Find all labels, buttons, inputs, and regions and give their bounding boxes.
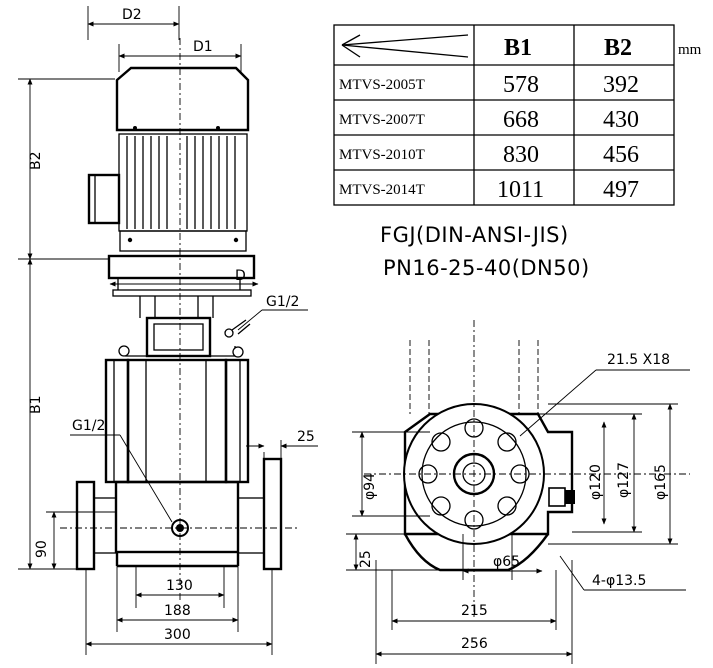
dimension-table: B1 B2 mm MTVS-2005T 578 392 MTVS-2007T 6… xyxy=(333,24,702,206)
table-row-b2: 430 xyxy=(603,107,639,133)
phi65-label: φ65 xyxy=(493,554,520,570)
table-row-b1: 830 xyxy=(503,142,539,168)
table-row-b2: 456 xyxy=(603,142,639,168)
unit-label: mm xyxy=(678,42,702,58)
w215-label: 215 xyxy=(461,603,488,619)
w130-label: 130 xyxy=(166,578,193,594)
flange-standard-line2: PN16-25-40(DN50) xyxy=(383,256,590,280)
table-row-b2: 392 xyxy=(603,72,639,98)
table-row-b1: 578 xyxy=(503,72,539,98)
flange-standard-line1: FGJ(DIN-ANSI-JIS) xyxy=(380,223,569,247)
phi94-label: φ94 xyxy=(362,473,378,500)
slot-label: 21.5 X18 xyxy=(607,352,670,368)
holes-label: 4-φ13.5 xyxy=(592,573,646,589)
d-label: D xyxy=(235,268,246,284)
b1-label: B1 xyxy=(28,395,44,414)
coupling-bracket xyxy=(107,254,256,358)
header-b1: B1 xyxy=(504,35,532,61)
w256-label: 256 xyxy=(461,636,488,652)
table-row-b1: 668 xyxy=(503,107,539,133)
motor xyxy=(87,66,250,252)
side-view: D2 D1 xyxy=(18,6,318,655)
phi120-label: φ120 xyxy=(588,464,604,500)
w188-label: 188 xyxy=(164,603,191,619)
pump-body xyxy=(104,358,250,484)
g-top-label: G1/2 xyxy=(266,294,299,310)
h90-label: 90 xyxy=(34,540,50,558)
table-row-model: MTVS-2010T xyxy=(339,147,425,163)
table-row-b2: 497 xyxy=(603,177,639,203)
flange-thk-label: 25 xyxy=(297,429,315,445)
table-row-model: MTVS-2007T xyxy=(339,112,425,128)
table-row-model: MTVS-2014T xyxy=(339,182,425,198)
d1-label: D1 xyxy=(193,39,213,55)
table-row-b1: 1011 xyxy=(497,177,544,203)
header-b2: B2 xyxy=(604,35,632,61)
w300-label: 300 xyxy=(164,627,191,643)
b2-label: B2 xyxy=(28,151,44,170)
d2-label: D2 xyxy=(122,7,142,23)
pump-base xyxy=(75,457,283,571)
g-left-label: G1/2 xyxy=(72,418,105,434)
phi165-label: φ165 xyxy=(653,464,669,500)
h25-label: 25 xyxy=(358,550,374,568)
table-row-model: MTVS-2005T xyxy=(339,77,425,93)
phi127-label: φ127 xyxy=(616,462,632,498)
